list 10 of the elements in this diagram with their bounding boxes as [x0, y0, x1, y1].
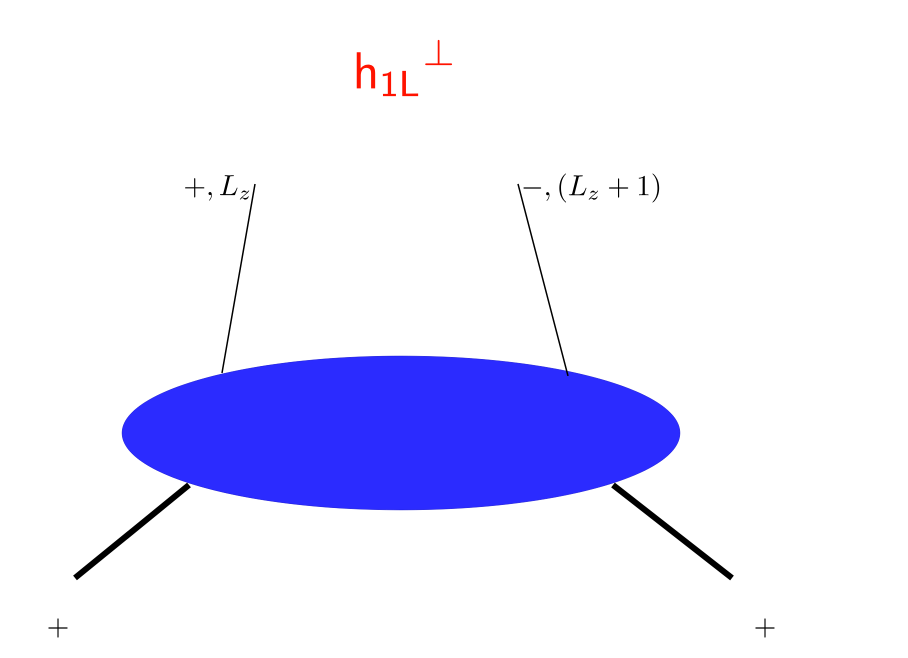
math-label: $+$ — [48, 618, 68, 638]
math-label: $+$ — [755, 618, 775, 638]
line — [221, 184, 256, 374]
title: $\mathsf{h_{1L}}^{\perp}$ — [356, 40, 452, 96]
math-label: $+, L_z$ — [185, 175, 250, 201]
line — [517, 184, 569, 376]
ellipse-blob — [122, 356, 680, 510]
thick-line — [611, 482, 734, 580]
math-label: $-, (L_z + 1)$ — [523, 173, 660, 202]
thick-line — [73, 482, 191, 580]
